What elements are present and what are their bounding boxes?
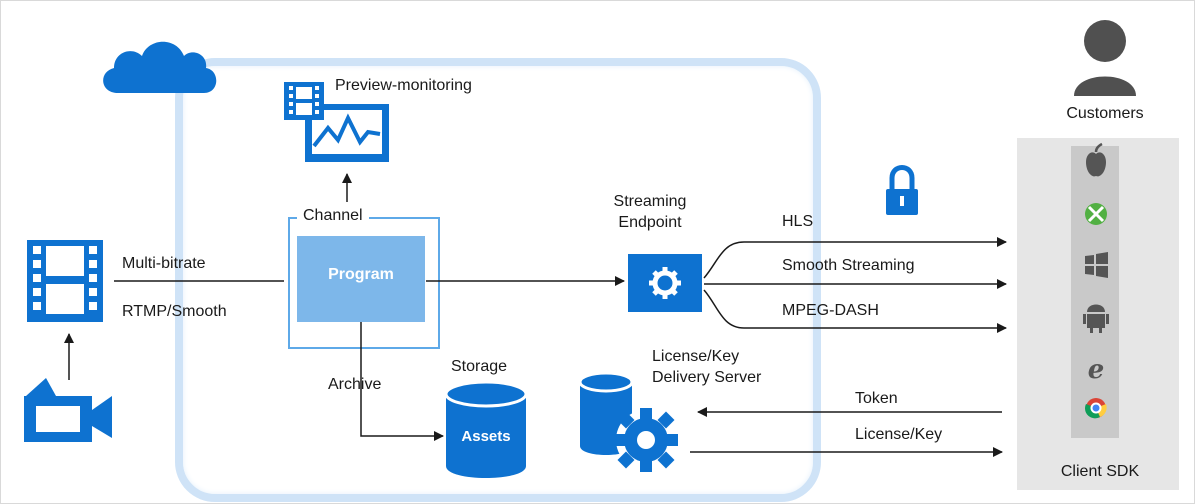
smooth-streaming-label: Smooth Streaming [782,257,915,274]
client-sdk-label: Client SDK [1060,463,1140,480]
preview-monitor-icon [284,82,389,162]
cloud-region [175,58,821,502]
token-label: Token [855,390,898,407]
hls-label: HLS [782,213,814,230]
chrome-icon [1085,398,1107,419]
streaming-gear-icon [649,267,681,299]
license-server-icon [578,371,678,472]
license-server-label-line2: Delivery Server [652,369,762,386]
streaming-endpoint-box [628,254,702,312]
camera-icon [24,378,112,442]
svg-text:e: e [1088,355,1105,385]
license-server-label-line1: License/Key [652,348,740,365]
archive-label: Archive [328,376,382,393]
mpeg-dash-label: MPEG-DASH [782,302,879,319]
rtmp-smooth-label: RTMP/Smooth [122,303,227,320]
apple-icon [1086,142,1106,177]
cloud-icon [103,41,217,93]
streaming-endpoint-label-line2: Endpoint [618,214,682,231]
multi-bitrate-label: Multi-bitrate [122,255,206,272]
windows-icon [1085,252,1108,278]
internet-explorer-icon: e [1088,355,1105,385]
streaming-endpoint-label-line1: Streaming [613,193,687,210]
program-box [297,236,425,322]
lock-icon [886,165,918,215]
film-strip-icon [27,240,103,322]
customer-person-icon [1074,20,1136,96]
assets-label: Assets [461,428,511,445]
preview-monitoring-label: Preview-monitoring [335,77,472,94]
platform-strip [1071,146,1119,438]
storage-label: Storage [451,358,508,375]
program-label: Program [328,266,394,283]
storage-cylinder-icon [444,380,528,478]
android-icon [1083,304,1109,333]
channel-label: Channel [297,206,369,226]
xbox-icon [1085,203,1107,225]
customers-label: Customers [1066,105,1144,122]
license-key-label: License/Key [855,426,943,443]
